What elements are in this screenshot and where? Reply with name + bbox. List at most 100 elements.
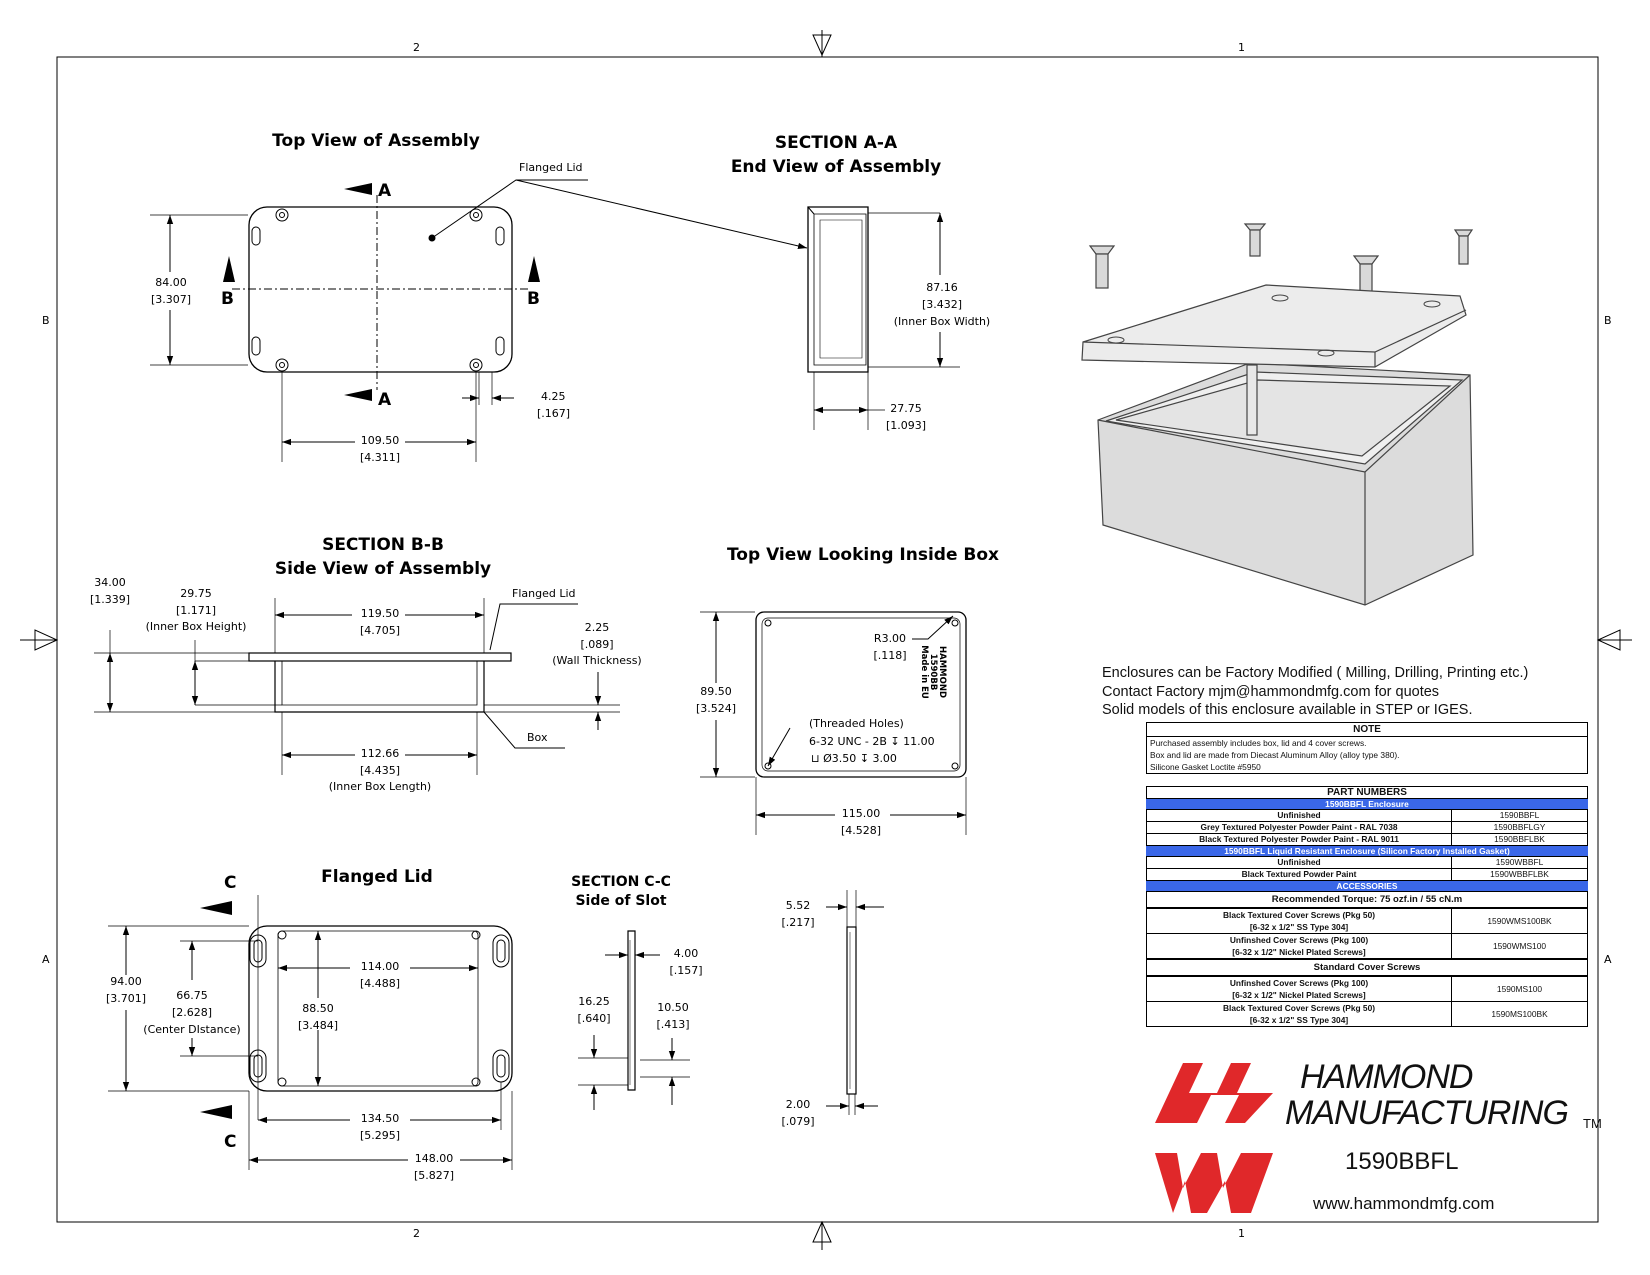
part-desc-detail: [6-32 x 1/2" Nickel Plated Screws] bbox=[1232, 947, 1366, 957]
section-b-b: SECTION B-B Side View of Assembly 34.00 … bbox=[90, 535, 642, 793]
dim-lid-total-width: 148.00 bbox=[415, 1152, 454, 1165]
dim-lid-side-top: 5.52 bbox=[786, 899, 811, 912]
dim-cc-b-in: [.640] bbox=[577, 1012, 610, 1025]
section-bb-title: SECTION B-B bbox=[322, 535, 444, 555]
hammond-logo bbox=[1155, 1063, 1273, 1213]
table-row: Unfinshed Cover Screws (Pkg 100) [6-32 x … bbox=[1146, 933, 1588, 959]
dim-radius-in: [.118] bbox=[873, 649, 906, 662]
dim-lid-height-in: [3.307] bbox=[151, 293, 191, 306]
dim-wall-thickness-in: [.089] bbox=[580, 638, 613, 651]
modification-note-line: Enclosures can be Factory Modified ( Mil… bbox=[1102, 665, 1529, 681]
dim-inside-width: 115.00 bbox=[842, 807, 881, 820]
zone-top-right: 1 bbox=[1238, 41, 1245, 54]
dim-inside-height-in: [3.524] bbox=[696, 702, 736, 715]
part-desc: Black Textured Cover Screws (Pkg 50) bbox=[1222, 910, 1376, 920]
accessory-parts: Black Textured Cover Screws (Pkg 50) [6-3… bbox=[1146, 908, 1588, 959]
part-desc: Black Textured Cover Screws (Pkg 50) bbox=[1222, 1003, 1376, 1013]
dim-lid-total-width-in: [5.827] bbox=[414, 1169, 454, 1182]
dim-top-length: 119.50 bbox=[361, 607, 400, 620]
section-c-c: SECTION C-C Side of Slot 4.00 [.157] 16.… bbox=[571, 874, 703, 1110]
engraving-line-2: 1590BB bbox=[928, 654, 938, 691]
section-b-label-right: B bbox=[527, 289, 540, 309]
dim-inner-height-in: [1.171] bbox=[176, 604, 216, 617]
dim-inner-length-in: [4.435] bbox=[360, 764, 400, 777]
title-block: HAMMOND MANUFACTURING TM 1590BBFL www.ha… bbox=[1155, 1058, 1605, 1228]
dim-inner-height: 29.75 bbox=[180, 587, 212, 600]
accessories-header: ACCESSORIES bbox=[1146, 881, 1588, 891]
sheet-border bbox=[56, 56, 1599, 1223]
part-number: 1590WMS100 bbox=[1451, 933, 1588, 959]
section-a-label-top: A bbox=[378, 181, 392, 201]
liquid-resistant-group-header: 1590BBFL Liquid Resistant Enclosure (Sil… bbox=[1146, 846, 1588, 856]
part-desc: Unfinshed Cover Screws (Pkg 100) bbox=[1229, 935, 1369, 945]
part-number: 1590MS100BK bbox=[1451, 1001, 1588, 1027]
zone-left-a: A bbox=[42, 953, 50, 966]
torque-spec: Recommended Torque: 75 ozf.in / 55 cN.m bbox=[1146, 891, 1588, 908]
top-view-title: Top View of Assembly bbox=[272, 131, 480, 151]
dim-slot-center: 66.75 bbox=[176, 989, 208, 1002]
part-desc: Black Textured Powder Paint bbox=[1146, 868, 1452, 881]
dim-cc-c-in: [.413] bbox=[656, 1018, 689, 1031]
brand-name-line-2: MANUFACTURING bbox=[1285, 1094, 1569, 1132]
dim-lid-side-bottom-in: [.079] bbox=[781, 1115, 814, 1128]
section-c-label-top: C bbox=[224, 873, 236, 893]
threaded-holes-note: (Threaded Holes) bbox=[809, 717, 904, 730]
dim-inner-width: 87.16 bbox=[926, 281, 958, 294]
dim-lid-width-in: [4.311] bbox=[360, 451, 400, 464]
dim-hole: 4.25 bbox=[541, 390, 566, 403]
threaded-holes-spec-1: 6-32 UNC - 2B ↧ 11.00 bbox=[809, 735, 935, 748]
dim-cc-a: 4.00 bbox=[674, 947, 699, 960]
standard-screws-title: Standard Cover Screws bbox=[1146, 959, 1588, 976]
top-view-of-assembly: Top View of Assembly A A B B Flanged Lid… bbox=[150, 131, 808, 464]
trademark: TM bbox=[1583, 1116, 1602, 1131]
section-bb-subtitle: Side View of Assembly bbox=[275, 559, 491, 579]
engraving-line-3: Made in EU bbox=[919, 645, 929, 699]
engraving-line-1: HAMMOND bbox=[937, 646, 947, 698]
part-desc-detail: [6-32 x 1/2" SS Type 304] bbox=[1249, 922, 1349, 932]
modification-note-line: Contact Factory mjm@hammondmfg.com for q… bbox=[1102, 683, 1440, 700]
specifications-tables: NOTE Purchased assembly includes box, li… bbox=[1146, 722, 1588, 1027]
part-desc: Unfinshed Cover Screws (Pkg 100) bbox=[1229, 978, 1369, 988]
dim-slot-center-note: (Center DIstance) bbox=[143, 1023, 240, 1036]
top-view-inside-box: Top View Looking Inside Box HAMMOND 1590… bbox=[696, 545, 999, 837]
dim-total-height: 34.00 bbox=[94, 576, 126, 589]
part-number: 1590WBBFL bbox=[1451, 856, 1588, 869]
centering-marks bbox=[20, 30, 1632, 1250]
section-cc-title: SECTION C-C bbox=[571, 874, 671, 890]
section-c-label-bottom: C bbox=[224, 1132, 236, 1152]
dim-cc-b: 16.25 bbox=[578, 995, 610, 1008]
flanged-lid-title: Flanged Lid bbox=[321, 867, 433, 887]
dim-lid-height: 84.00 bbox=[155, 276, 187, 289]
dim-lid-inner-width-in: [4.488] bbox=[360, 977, 400, 990]
dim-slot-width: 134.50 bbox=[361, 1112, 400, 1125]
dim-top-length-in: [4.705] bbox=[360, 624, 400, 637]
part-number: 1590BBFLBK bbox=[1451, 833, 1588, 846]
dim-lid-inner-height: 88.50 bbox=[302, 1002, 334, 1015]
dim-radius: R3.00 bbox=[874, 632, 906, 645]
dim-depth: 27.75 bbox=[890, 402, 922, 415]
dim-wall-thickness-note: (Wall Thickness) bbox=[552, 654, 641, 667]
dim-hole-in: [.167] bbox=[537, 407, 570, 420]
zone-right-a: A bbox=[1604, 953, 1612, 966]
dim-inner-width-in: [3.432] bbox=[922, 298, 962, 311]
flanged-lid-view: Flanged Lid C C 94.00 [3.701] 66.75 [2.6… bbox=[106, 867, 513, 1182]
part-number: 1590MS100 bbox=[1451, 976, 1588, 1002]
zone-right-b: B bbox=[1604, 314, 1612, 327]
isometric-enclosure-drawing bbox=[1081, 223, 1474, 606]
part-desc: Black Textured Polyester Powder Paint - … bbox=[1146, 833, 1452, 846]
note-line: Box and lid are made from Diecast Alumin… bbox=[1150, 750, 1400, 760]
section-a-a: SECTION A-A End View of Assembly 87.16 [… bbox=[731, 133, 990, 432]
dim-cc-a-in: [.157] bbox=[669, 964, 702, 977]
dim-inner-length: 112.66 bbox=[361, 747, 400, 760]
dim-lid-total-height: 94.00 bbox=[110, 975, 142, 988]
note-line: Purchased assembly includes box, lid and… bbox=[1150, 738, 1367, 748]
section-bb-lid-callout: Flanged Lid bbox=[512, 587, 576, 600]
dim-inner-width-note: (Inner Box Width) bbox=[894, 315, 990, 328]
section-aa-subtitle: End View of Assembly bbox=[731, 157, 941, 177]
flanged-lid-callout: Flanged Lid bbox=[519, 161, 583, 174]
zone-left-b: B bbox=[42, 314, 50, 327]
